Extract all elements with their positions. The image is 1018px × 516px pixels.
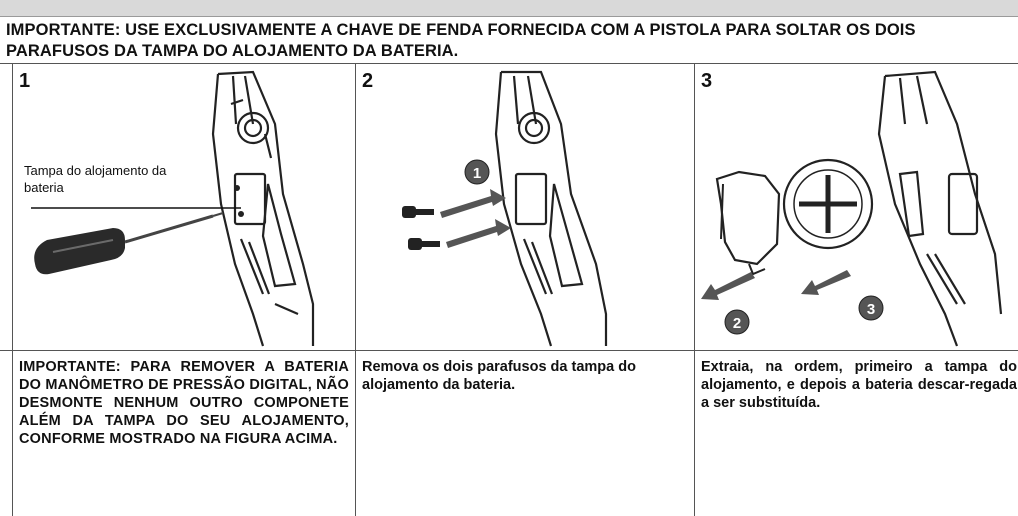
step-3-illustration: 2 3 3	[695, 64, 1018, 348]
step-number: 2	[362, 70, 374, 92]
step-3-caption: Extraia, na ordem, primeiro a tampa do a…	[701, 359, 1017, 411]
marker-3: 3	[867, 301, 875, 318]
step-1-column: 1 Tampa do alojamento da bateria IMPORTA…	[12, 64, 355, 516]
step-2-caption: Remova os dois parafusos da tampa do alo…	[362, 359, 636, 393]
step-number: 3	[701, 70, 713, 92]
step-1-caption: IMPORTANTE: PARA REMOVER A BATERIA DO MA…	[19, 359, 349, 447]
top-bar	[0, 0, 1018, 17]
screwdriver-device-drawing	[31, 70, 315, 347]
step-2-column: 1 2 Remova os dois parafusos da tampa do…	[355, 64, 694, 516]
marker-1: 1	[473, 165, 481, 182]
step-2-illustration: 1 2	[356, 64, 694, 348]
instruction-table: 1 Tampa do alojamento da bateria IMPORTA…	[0, 63, 1018, 516]
row-divider	[0, 350, 1018, 351]
screw-removal-drawing: 1	[402, 70, 608, 347]
step-1-illustration: 1 Tampa do alojamento da bateria	[13, 64, 355, 348]
battery-cover-label: Tampa do alojamento da bateria	[24, 163, 167, 195]
step-number: 1	[19, 70, 31, 92]
step-3-column: 2 3 3 Extraia, na ordem, primeiro a tamp…	[694, 64, 1018, 516]
important-notice: IMPORTANTE: USE EXCLUSIVAMENTE A CHAVE D…	[6, 21, 916, 60]
marker-2: 2	[733, 315, 741, 332]
cover-and-battery-drawing: 2 3	[701, 70, 1003, 347]
